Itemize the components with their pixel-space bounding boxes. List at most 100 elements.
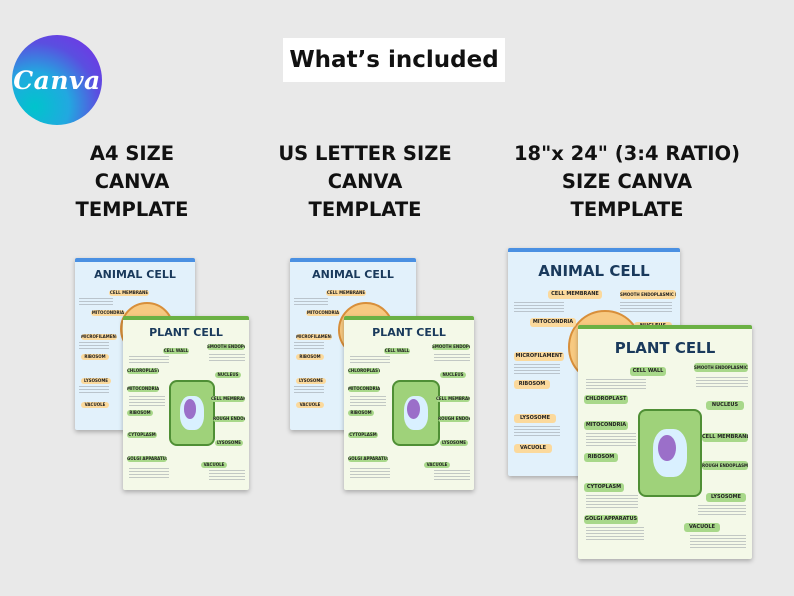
- label-rough-er: ROUGH ENDOPLASMIC RETICULUM: [438, 416, 470, 422]
- description-text: [79, 386, 109, 394]
- label-mitocondria: MITOCONDRIA: [127, 386, 159, 392]
- description-text: [620, 302, 672, 314]
- description-text: [350, 468, 390, 478]
- label-lysosome: LYSOSOME: [440, 440, 468, 446]
- label-nucleus: NUCLEUS: [215, 372, 241, 378]
- canva-logo: Canva: [12, 35, 102, 125]
- a4-plant-cell-poster: PLANT CELL CELL WALL CHLOROPLAST MITOCON…: [123, 316, 249, 490]
- label-vacuole: VACUOLE: [684, 523, 720, 532]
- description-text: [586, 495, 638, 509]
- label-golgi-apparatus: GOLGI APPARATUS: [127, 456, 167, 462]
- description-text: [294, 342, 324, 350]
- plant-cell-illustration: [392, 380, 440, 446]
- label-nucleus: NUCLEUS: [706, 401, 744, 410]
- us-letter-title-line-1: US LETTER SIZE: [278, 142, 452, 165]
- label-vacuole: VACUOLE: [296, 402, 324, 408]
- label-cell-wall: CELL WALL: [163, 348, 189, 354]
- label-cell-membrane: CELL MEMBRANE: [702, 433, 748, 442]
- plant-cell-title: PLANT CELL: [614, 339, 716, 357]
- description-text: [434, 470, 470, 480]
- label-cell-membrane: CELL MEMBRANE: [548, 290, 602, 299]
- whats-included-banner: What’s included: [283, 38, 505, 82]
- a4-title-line-3: TEMPLATE: [75, 198, 189, 221]
- 18x24-plant-cell-poster: PLANT CELL CELL WALL CHLOROPLAST MITOCON…: [578, 325, 752, 559]
- 18x24-title-line-2: SIZE CANVA: [561, 170, 693, 193]
- description-text: [79, 298, 113, 306]
- description-text: [350, 396, 386, 406]
- description-text: [586, 527, 644, 541]
- description-text: [434, 354, 470, 362]
- a4-title-line-2: CANVA: [94, 170, 170, 193]
- label-microfilament: MICROFILAMENT: [514, 352, 564, 361]
- description-text: [294, 386, 324, 394]
- a4-size-title: A4 SIZE CANVA TEMPLATE: [60, 140, 204, 224]
- description-text: [79, 342, 109, 350]
- label-lysosome: LYSOSOME: [706, 493, 746, 502]
- description-text: [586, 433, 636, 447]
- description-text: [129, 468, 169, 478]
- label-ribosom: RIBOSOM: [296, 354, 324, 360]
- us-letter-size-title: US LETTER SIZE CANVA TEMPLATE: [262, 140, 468, 224]
- label-vacuole: VACUOLE: [424, 462, 450, 468]
- label-cell-wall: CELL WALL: [630, 367, 666, 376]
- 18x24-title-line-3: TEMPLATE: [570, 198, 684, 221]
- description-text: [586, 379, 646, 389]
- us-letter-plant-cell-poster: PLANT CELL CELL WALL CHLOROPLAST MITOCON…: [344, 316, 474, 490]
- label-rough-er: ROUGH ENDOPLASMIC RETICULUM: [213, 416, 245, 422]
- a4-title-line-1: A4 SIZE: [89, 142, 175, 165]
- label-mitocondria: MITOCONDRIA: [584, 421, 628, 430]
- label-mitocondria: MITOCONDRIA: [91, 310, 125, 316]
- label-microfilament: MICROFILAMENT: [296, 334, 332, 340]
- label-mitocondria: MITOCONDRIA: [348, 386, 380, 392]
- label-golgi-apparatus: GOLGI APPARATUS: [348, 456, 388, 462]
- animal-cell-title: ANIMAL CELL: [94, 268, 176, 281]
- label-golgi-apparatus: GOLGI APPARATUS: [584, 515, 638, 524]
- description-text: [209, 470, 245, 480]
- label-chloroplast: CHLOROPLAST: [584, 395, 628, 404]
- label-lysosome: LYSOSOME: [215, 440, 243, 446]
- 18x24-title-line-1: 18"x 24" (3:4 RATIO): [513, 142, 741, 165]
- label-lysosome: LYSOSOME: [81, 378, 111, 384]
- label-smooth-er: SMOOTH ENDOPLASMIC RETICULUM: [694, 363, 748, 372]
- label-cell-membrane: CELL MEMBRANE: [436, 396, 470, 402]
- us-letter-title-line-2: CANVA: [327, 170, 403, 193]
- label-ribosom: RIBOSOM: [348, 410, 374, 416]
- description-text: [209, 354, 245, 362]
- description-text: [698, 505, 746, 517]
- description-text: [129, 396, 165, 406]
- label-smooth-er: SMOOTH ENDOPLASMIC RETICULUM: [207, 344, 245, 350]
- label-microfilament: MICROFILAMENT: [81, 334, 117, 340]
- plant-cell-title: PLANT CELL: [149, 326, 223, 339]
- plant-cell-title: PLANT CELL: [372, 326, 446, 339]
- label-vacuole: VACUOLE: [514, 444, 552, 453]
- description-text: [690, 535, 746, 549]
- description-text: [514, 302, 564, 312]
- canva-logo-text: Canva: [13, 65, 101, 95]
- label-ribosom: RIBOSOM: [127, 410, 153, 416]
- plant-cell-illustration: [638, 409, 702, 497]
- description-text: [696, 377, 748, 389]
- description-text: [129, 356, 169, 364]
- label-ribosom: RIBOSOM: [81, 354, 109, 360]
- label-cell-membrane: CELL MEMBRANE: [109, 290, 149, 296]
- label-nucleus: NUCLEUS: [440, 372, 466, 378]
- label-ribosom: RIBOSOM: [514, 380, 550, 389]
- 18x24-size-title: 18"x 24" (3:4 RATIO) SIZE CANVA TEMPLATE: [502, 140, 752, 224]
- label-lysosome: LYSOSOME: [296, 378, 326, 384]
- label-vacuole: VACUOLE: [81, 402, 109, 408]
- us-letter-title-line-3: TEMPLATE: [308, 198, 422, 221]
- label-ribosom: RIBOSOM: [584, 453, 618, 462]
- label-rough-er: ROUGH ENDOPLASMIC RETICULUM: [702, 461, 748, 470]
- label-mitocondria: MITOCONDRIA: [530, 318, 576, 327]
- label-cytoplasm: CYTOPLASM: [348, 432, 378, 438]
- description-text: [514, 426, 560, 438]
- label-chloroplast: CHLOROPLAST: [348, 368, 380, 374]
- label-cytoplasm: CYTOPLASM: [584, 483, 624, 492]
- label-cell-wall: CELL WALL: [384, 348, 410, 354]
- label-chloroplast: CHLOROPLAST: [127, 368, 159, 374]
- description-text: [350, 356, 390, 364]
- animal-cell-title: ANIMAL CELL: [538, 262, 650, 280]
- description-text: [294, 298, 328, 306]
- label-smooth-er: SMOOTH ENDOPLASMIC RETICULUM: [432, 344, 470, 350]
- label-mitocondria: MITOCONDRIA: [306, 310, 340, 316]
